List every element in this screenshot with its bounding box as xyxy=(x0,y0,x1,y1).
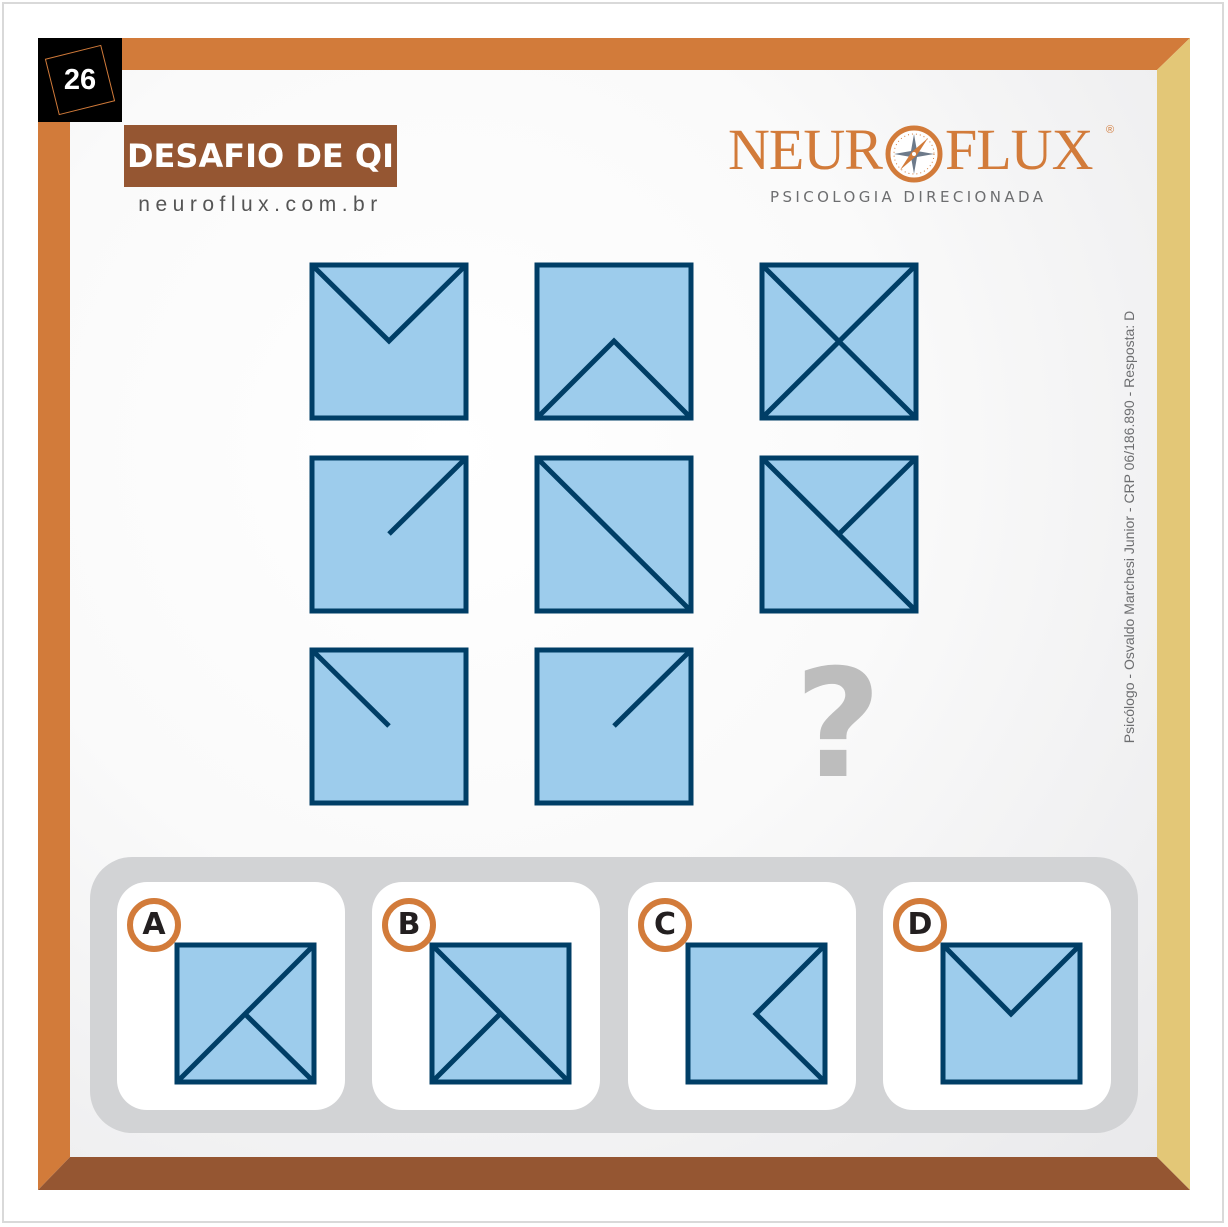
answer-option-a[interactable]: A xyxy=(117,882,345,1110)
missing-cell-question-mark: ? xyxy=(794,638,882,812)
answer-b-figure xyxy=(429,942,572,1085)
page-title: DESAFIO DE QI xyxy=(124,125,397,187)
answer-a-figure xyxy=(174,942,317,1085)
frame-top xyxy=(38,38,1190,70)
brand-logo: NEUR FLUX ® xyxy=(728,118,1114,183)
answer-d-letter: D xyxy=(893,898,947,952)
answer-c-letter: C xyxy=(638,898,692,952)
answer-a-letter: A xyxy=(127,898,181,952)
puzzle-cell-2-3 xyxy=(759,455,919,614)
answer-c-figure xyxy=(685,942,828,1085)
puzzle-cell-1-2 xyxy=(534,262,694,421)
puzzle-cell-1-1 xyxy=(309,262,469,421)
frame-bottom xyxy=(38,1157,1190,1190)
challenge-number: 26 xyxy=(63,64,97,96)
answer-option-b[interactable]: B xyxy=(372,882,600,1110)
registered-mark: ® xyxy=(1106,124,1115,136)
site-url: neuroflux.com.br xyxy=(138,193,383,216)
puzzle-cell-2-1 xyxy=(309,455,469,614)
frame-right xyxy=(1157,38,1190,1190)
frame-left xyxy=(38,38,70,1190)
brand-name-right: FLUX xyxy=(945,117,1093,182)
answer-d-figure xyxy=(940,942,1083,1085)
brand-tagline: PSICOLOGIA DIRECIONADA xyxy=(770,188,1047,206)
puzzle-cell-2-2 xyxy=(534,455,694,614)
puzzle-cell-3-1 xyxy=(309,647,469,806)
answer-option-d[interactable]: D xyxy=(883,882,1111,1110)
puzzle-cell-1-3 xyxy=(759,262,919,421)
puzzle-cell-3-2 xyxy=(534,647,694,806)
answer-b-letter: B xyxy=(382,898,436,952)
brand-name-left: NEUR xyxy=(728,117,883,182)
compass-icon xyxy=(885,125,943,183)
answer-option-c[interactable]: C xyxy=(628,882,856,1110)
challenge-number-badge: 26 xyxy=(38,38,122,122)
